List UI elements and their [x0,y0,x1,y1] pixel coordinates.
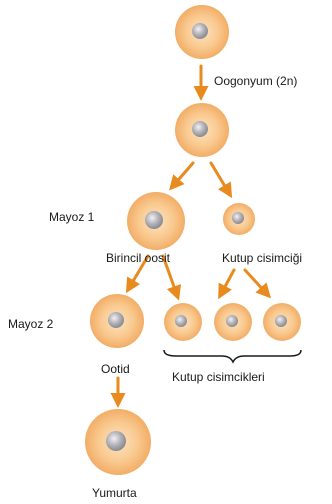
label-meiosis-2: Mayoz 2 [8,317,54,331]
label-meiosis-1: Mayoz 1 [49,210,95,224]
arrow-polar-split-left [218,268,236,300]
cell-oogonium-top [175,5,229,59]
label-polar-bodies: Kutup cisimcikleri [172,370,265,384]
label-oogonium: Oogonyum (2n) [214,74,297,88]
cell-polar-body-1 [164,303,202,341]
label-primary-oocyte: Birincil oosit [106,251,171,265]
label-egg: Yumurta [92,486,137,500]
arrow-to-ootid [125,254,150,294]
cell-egg [85,409,151,475]
cell-oogonium [175,103,229,157]
cell-first-polar-body [223,203,255,235]
arrow-to-polar-body-1 [161,254,182,301]
cell-polar-body-3 [263,303,301,341]
arrow-to-first-polar-body [209,161,233,199]
cell-ootid [90,294,144,348]
arrow-to-primary-oocyte [169,161,195,191]
label-polar-body: Kutup cisimciği [222,251,302,265]
arrow-polar-split-right [243,268,272,299]
polar-bodies-brace [163,349,302,364]
cell-polar-body-2 [214,303,252,341]
cell-primary-oocyte [127,192,185,250]
label-ootid: Ootid [101,362,130,376]
